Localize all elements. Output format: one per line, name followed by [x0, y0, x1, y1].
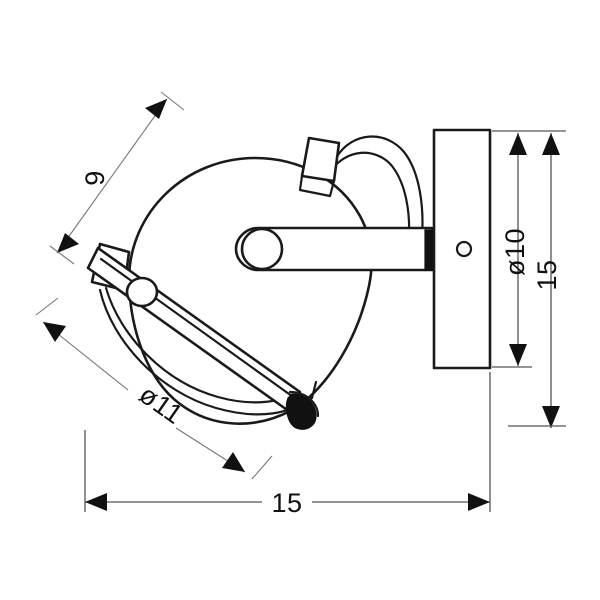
dim-15v-arrow-top — [542, 133, 560, 155]
support-arm — [234, 226, 434, 272]
dimension-wallplate-height-10: ø10 — [492, 130, 532, 368]
dim-11-ext-lower — [251, 455, 273, 480]
dim-9-ext-upper — [160, 91, 185, 111]
dim-9-arrow-lower — [57, 233, 79, 253]
dim-15h-arrow-right — [468, 493, 490, 511]
dim-11-arrow-upper — [43, 322, 66, 342]
socket-box-neck — [298, 174, 336, 198]
arm-pivot-icon — [240, 227, 284, 271]
dim-15h-label: 15 — [271, 488, 302, 518]
shade-aperture — [98, 288, 306, 416]
wall-plate — [432, 128, 492, 370]
dim-9-label: 9 — [80, 170, 110, 186]
dim-9-line — [56, 98, 168, 254]
lamp-shade — [127, 156, 373, 425]
cable-arch-inner-icon — [328, 151, 411, 242]
dim-15h-arrow-left — [85, 493, 107, 511]
dim-15v-arrow-bottom — [542, 406, 560, 428]
dim-9-ext-lower — [49, 245, 75, 265]
dim-10-label: ø10 — [500, 228, 530, 276]
wall-plate-hole-icon — [455, 240, 473, 258]
cable-arch-icon — [334, 135, 424, 242]
dim-10-arrow-bottom — [509, 344, 527, 366]
adjust-knob — [285, 393, 317, 430]
dimension-depth-9: 9 — [49, 91, 185, 265]
dim-9-arrow-upper — [145, 99, 167, 119]
socket-box — [300, 136, 341, 183]
adjust-knob-outline — [288, 390, 320, 418]
product-geometry — [86, 128, 492, 430]
band-screw-icon — [125, 276, 159, 308]
dim-15v-label: 15 — [532, 259, 562, 290]
dimension-total-width-15: 15 — [84, 372, 491, 518]
dimension-total-height-15: 15 — [508, 130, 566, 428]
dim-11-ext-upper — [35, 297, 59, 316]
dim-10-arrow-top — [509, 133, 527, 155]
dim-11-arrow-lower — [222, 452, 245, 472]
